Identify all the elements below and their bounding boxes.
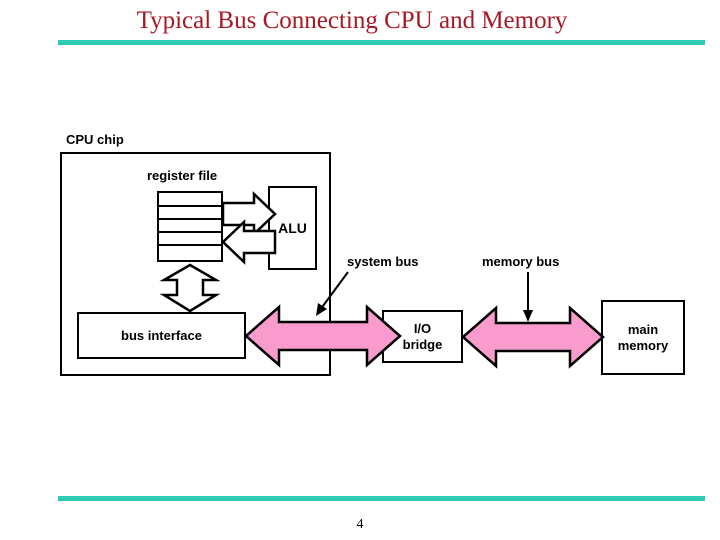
register-row-divider (159, 244, 221, 246)
memory-bus-arrow (461, 305, 605, 369)
bus-interface-box (77, 312, 246, 359)
page-title: Typical Bus Connecting CPU and Memory (136, 7, 568, 34)
title-divider-rule (58, 40, 705, 45)
register-row-divider (159, 231, 221, 233)
memory-bus-label: memory bus (482, 254, 560, 269)
register-row-divider (159, 205, 221, 207)
memory-bus-leader-arrowhead (523, 310, 533, 322)
main-memory-label: main memory (617, 321, 669, 353)
cpu-chip-label: CPU chip (66, 132, 124, 147)
io-bridge-label: I/O bridge (402, 320, 443, 352)
alu-label: ALU (278, 220, 307, 236)
system-bus-label: system bus (347, 254, 419, 269)
register-file-box (157, 191, 223, 262)
register-row-divider (159, 218, 221, 220)
page-number: 4 (356, 517, 364, 532)
register-file-label: register file (147, 168, 218, 183)
footer-divider-rule (58, 496, 705, 501)
bus-interface-label: bus interface (121, 327, 202, 343)
